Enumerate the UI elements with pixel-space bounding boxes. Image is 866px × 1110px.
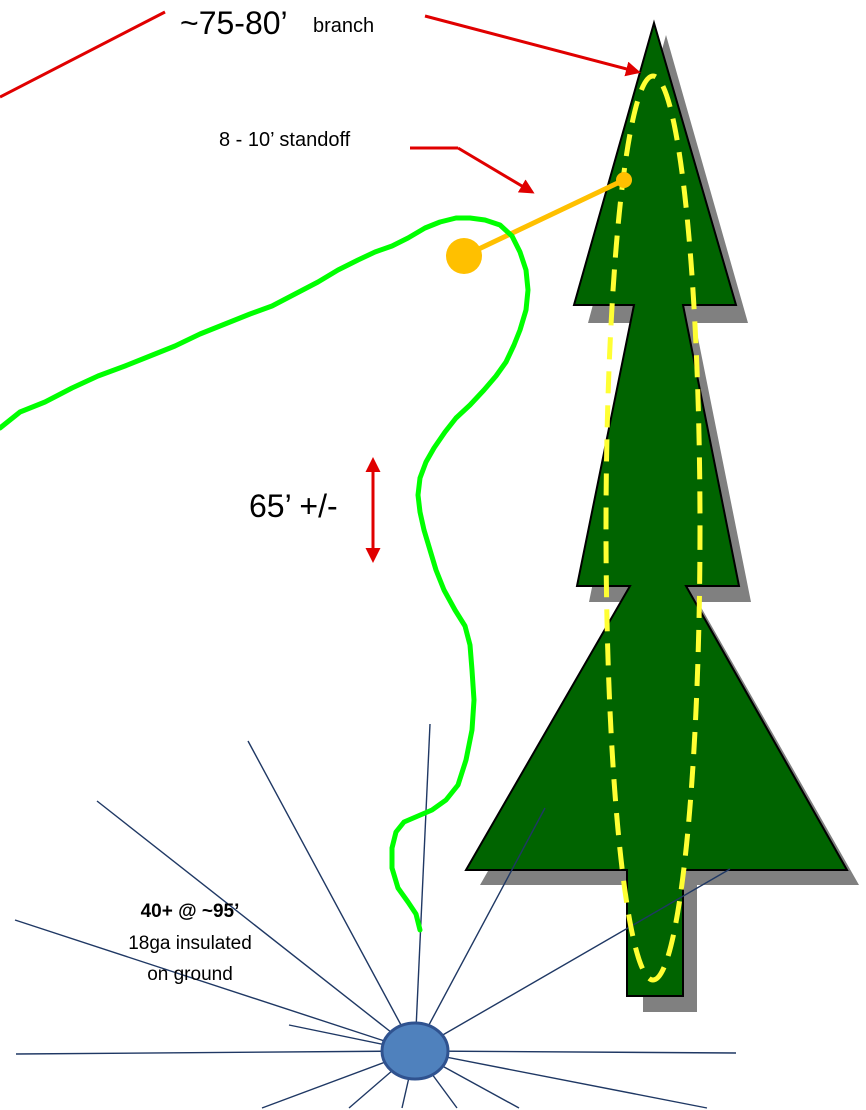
ground-radials: [14, 723, 737, 1109]
wire-height-label: 65’ +/-: [249, 488, 338, 524]
standoff-pulley: [616, 172, 632, 188]
branch-leader-line: [0, 10, 166, 99]
branch-arrow: [424, 14, 641, 77]
radials-location-label: on ground: [147, 964, 233, 985]
antenna-wire: [0, 215, 531, 933]
annotations: [0, 10, 641, 563]
radials-wire-label: 18ga insulated: [128, 933, 252, 954]
branch-height-label: ~75-80’: [180, 5, 288, 41]
support-line-ellipse: [603, 73, 703, 983]
standoff-arrow: [457, 146, 535, 194]
insulator-circle: [446, 238, 482, 274]
branch-label: branch: [313, 15, 374, 37]
feedpoint-node: [380, 1021, 450, 1081]
standoff-label: 8 - 10’ standoff: [219, 129, 351, 151]
radials-count-label: 40+ @ ~95’: [141, 901, 240, 922]
standoff: [446, 172, 632, 274]
